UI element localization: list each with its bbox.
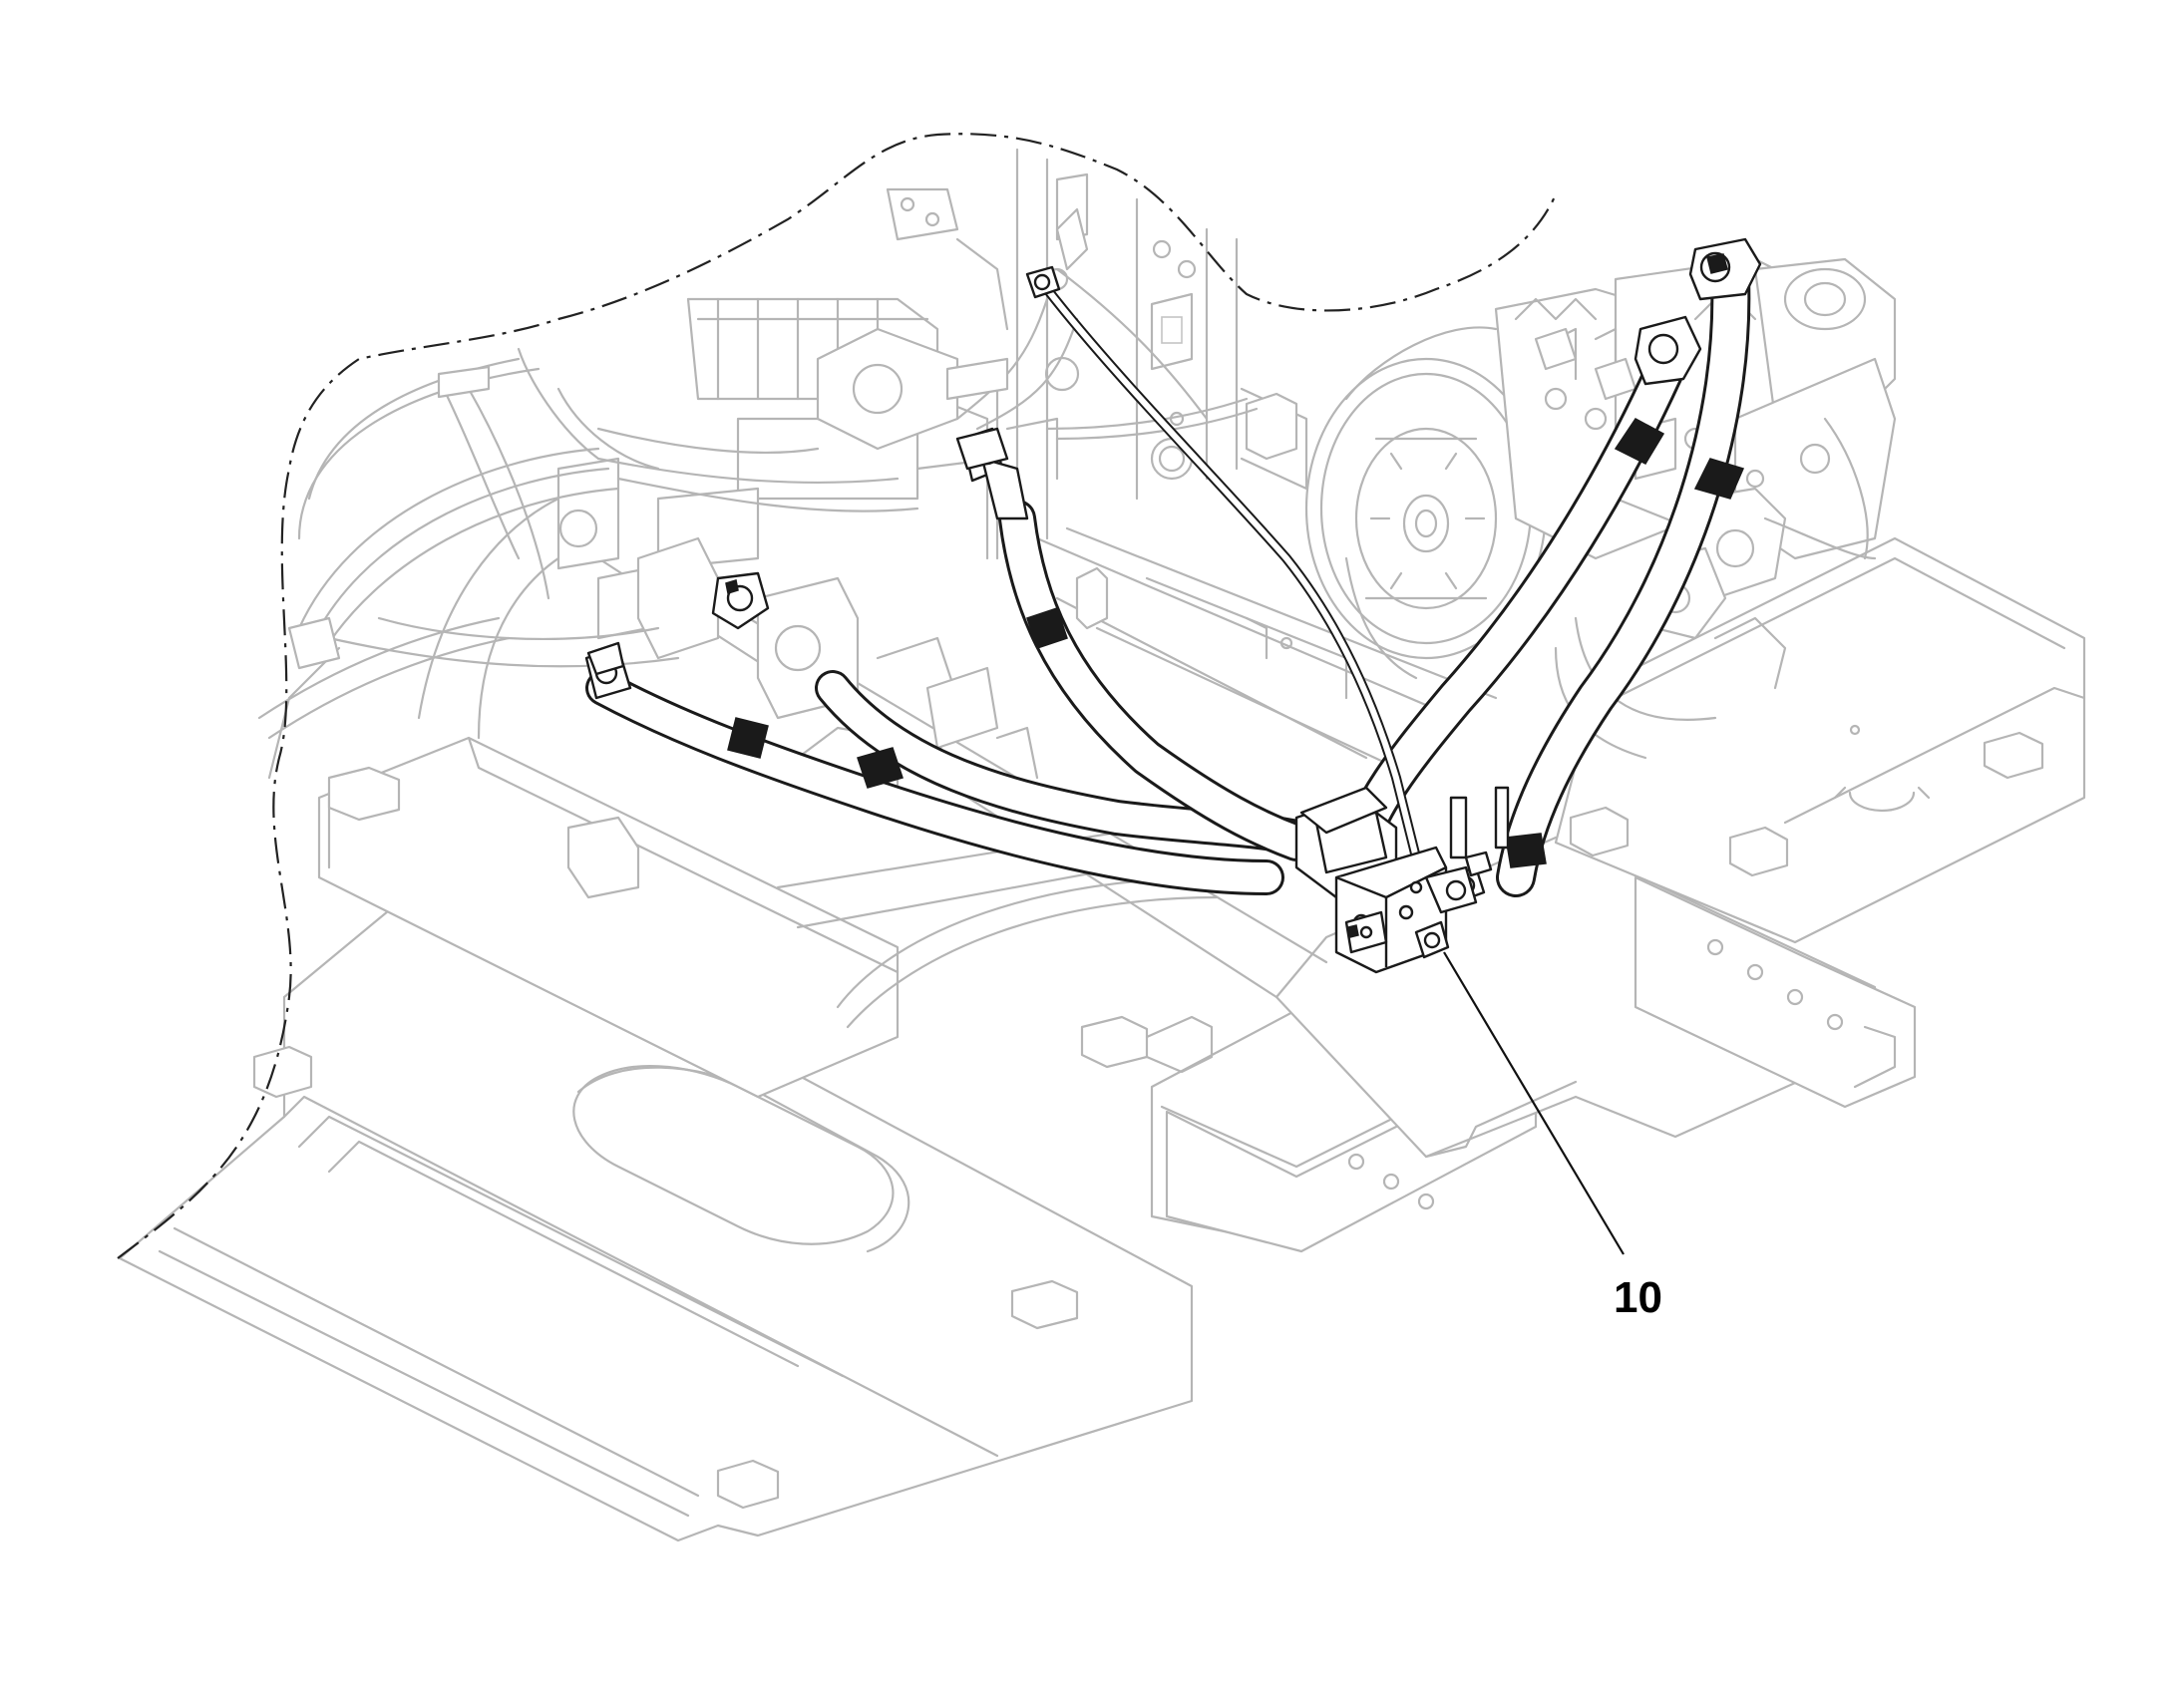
engine-block xyxy=(257,187,1259,899)
fitting-right-pump-mid xyxy=(1634,315,1702,386)
hose-fittings xyxy=(584,237,1762,700)
control-valve-block xyxy=(1294,786,1510,974)
fitting-far-left xyxy=(586,641,625,676)
fitting-top-small xyxy=(1025,265,1061,299)
callout-label-10: 10 xyxy=(1614,1273,1662,1322)
callout-leader-10 xyxy=(1443,951,1625,1255)
partial-view-boundary xyxy=(117,133,1558,1259)
engine-bulkhead xyxy=(1015,148,1308,540)
hydraulic-hoses xyxy=(585,259,1751,902)
fitting-right-pump-top xyxy=(1688,237,1762,301)
fitting-left-pump xyxy=(711,571,770,630)
chassis-frame xyxy=(118,526,2086,1542)
fitting-center-pump xyxy=(955,427,1009,471)
